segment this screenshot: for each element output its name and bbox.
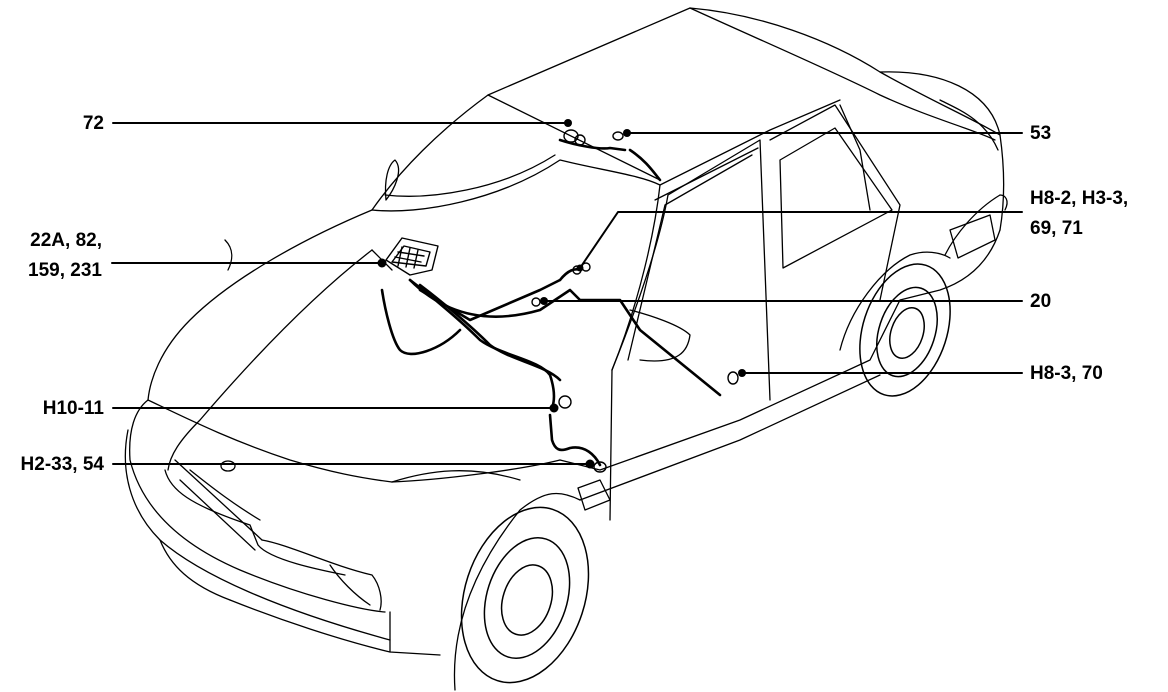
front-wheel: [460, 506, 590, 684]
leader-dots: [377, 119, 746, 469]
callout-h8-3: H8-3, 70: [1030, 359, 1103, 389]
callout-h10-11-line-1: H10-11: [42, 398, 104, 419]
rear-wheel: [859, 263, 951, 397]
callout-53: 53: [1030, 119, 1051, 149]
callout-72: 72: [83, 109, 104, 139]
callout-72-line-1: 72: [82, 113, 104, 134]
leader-lines: [111, 122, 1023, 465]
callout-22a: 22A, 82, 159, 231: [28, 226, 102, 286]
callout-h10-11: H10-11: [43, 394, 104, 424]
leader-h8-2: [579, 211, 1023, 269]
callout-h8-3-line-1: H8-3, 70: [1030, 363, 1103, 384]
callout-22a-line-1: 22A, 82,: [30, 230, 102, 251]
connector-block: [385, 237, 439, 276]
callout-h8-2-line-1: H8-2, H3-3,: [1030, 188, 1129, 209]
callout-h8-2: H8-2, H3-3, 69, 71: [1030, 184, 1128, 244]
callout-h8-2-line-2: 69, 71: [1030, 218, 1083, 239]
wiring-harness: [380, 138, 722, 467]
car-body: [124, 7, 1008, 691]
callout-22a-line-2: 159, 231: [28, 260, 102, 281]
callout-h2-33-line-1: H2-33, 54: [20, 454, 104, 475]
callout-20-line-1: 20: [1030, 291, 1052, 312]
callout-53-line-1: 53: [1030, 123, 1052, 144]
callout-20: 20: [1030, 287, 1051, 317]
callout-h2-33: H2-33, 54: [21, 450, 104, 480]
